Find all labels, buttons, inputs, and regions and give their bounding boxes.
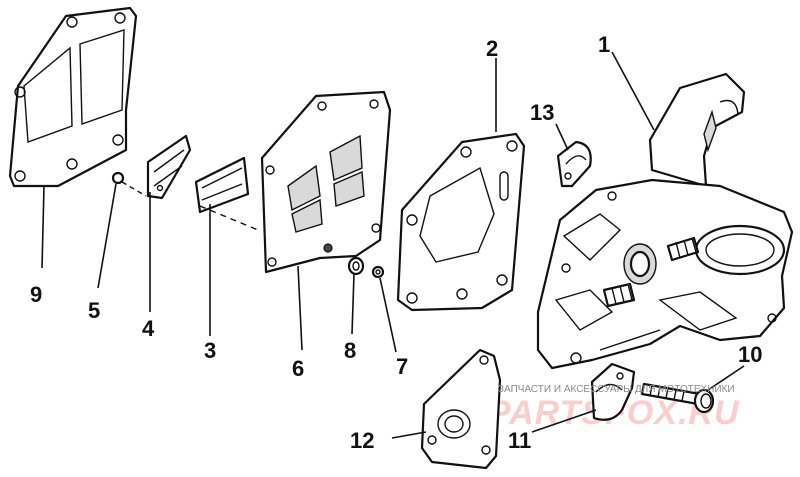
part-3-reed-petal: [194, 156, 250, 214]
callout-6: 6: [292, 356, 304, 381]
callout-10: 10: [738, 342, 762, 367]
callout-13: 13: [530, 100, 554, 125]
callout-3: 3: [204, 338, 216, 363]
callout-12: 12: [350, 428, 374, 453]
part-8-bushing: [347, 256, 365, 276]
callout-1: 1: [598, 32, 610, 57]
callout-7: 7: [396, 354, 408, 379]
part-13-clip: [556, 140, 592, 188]
part-7-washer: [371, 265, 385, 279]
callout-9: 9: [30, 282, 42, 307]
part-5-screw: [111, 171, 147, 197]
part-12-cover-plate: [420, 348, 502, 470]
callout-5: 5: [88, 298, 100, 323]
part-2-gasket: [396, 132, 526, 312]
part-9-gasket: [8, 6, 138, 188]
part-11-clamp: [590, 362, 636, 421]
part-1-housing: [536, 72, 794, 370]
callout-4: 4: [142, 316, 155, 341]
leader-lines: [41, 51, 745, 439]
part-10-bolt: [640, 382, 715, 414]
watermark-caption: ЗАПЧАСТИ И АКСЕССУАРЫ ДЛЯ МОТОТЕХНИКИ: [498, 384, 735, 395]
callout-8: 8: [344, 338, 356, 363]
callout-2: 2: [486, 36, 498, 61]
callout-11: 11: [508, 428, 531, 453]
part-6-reed-plate: [260, 90, 392, 274]
part-4-reed-stop: [146, 134, 192, 200]
